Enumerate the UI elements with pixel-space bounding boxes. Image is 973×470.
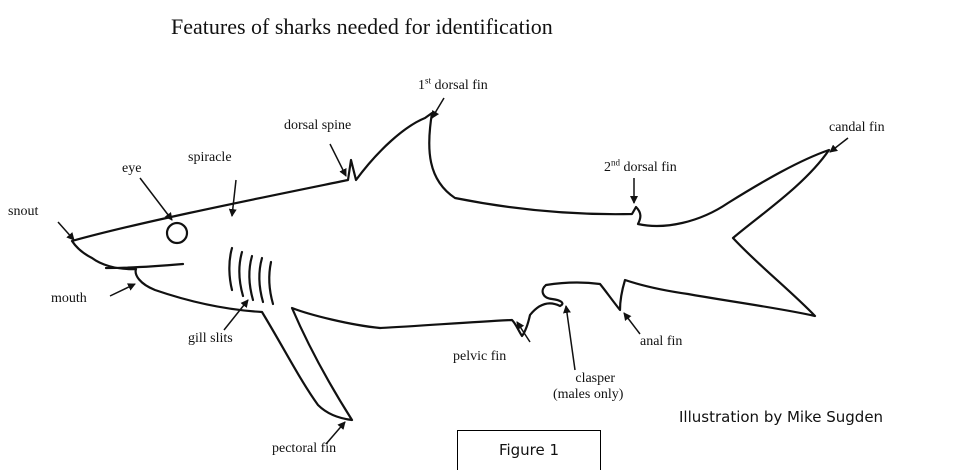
label-clasper: clasper (males only) <box>553 371 623 403</box>
label-eye: eye <box>122 161 141 177</box>
arrow-spiracle <box>232 180 236 216</box>
label-snout: snout <box>8 204 38 220</box>
gill-slit-1 <box>229 248 232 290</box>
label-caudal-fin: candal fin <box>829 120 885 136</box>
label-first-dorsal-fin: 1st dorsal fin <box>418 78 488 94</box>
arrow-eye <box>140 178 172 220</box>
arrow-anal <box>624 313 640 334</box>
shark-eye <box>167 223 187 243</box>
arrow-dorsal-spine <box>330 144 346 176</box>
figure-caption: Figure 1 <box>458 441 600 459</box>
arrow-caudal <box>830 138 848 152</box>
label-pelvic-fin: pelvic fin <box>453 349 506 365</box>
gill-slit-3 <box>249 256 253 300</box>
label-second-dorsal-fin: 2nd dorsal fin <box>604 160 677 176</box>
arrow-snout <box>58 222 74 240</box>
mouth-line <box>106 264 183 268</box>
arrow-first-dorsal <box>432 98 444 118</box>
label-pectoral-fin: pectoral fin <box>272 441 336 457</box>
label-anal-fin: anal fin <box>640 334 682 350</box>
arrow-gill <box>224 300 248 330</box>
shark-body-outline <box>72 113 829 420</box>
gill-slit-5 <box>269 262 273 304</box>
arrow-clasper <box>566 306 575 370</box>
label-spiracle: spiracle <box>188 150 232 166</box>
figure-caption-box: Figure 1 <box>457 430 601 470</box>
label-dorsal-spine: dorsal spine <box>284 118 351 134</box>
illustration-credit: Illustration by Mike Sugden <box>679 408 883 426</box>
label-gill-slits: gill slits <box>188 331 233 347</box>
label-mouth: mouth <box>51 291 87 307</box>
gill-slit-4 <box>259 258 263 302</box>
gill-slit-2 <box>239 252 243 296</box>
arrow-mouth <box>110 284 135 296</box>
